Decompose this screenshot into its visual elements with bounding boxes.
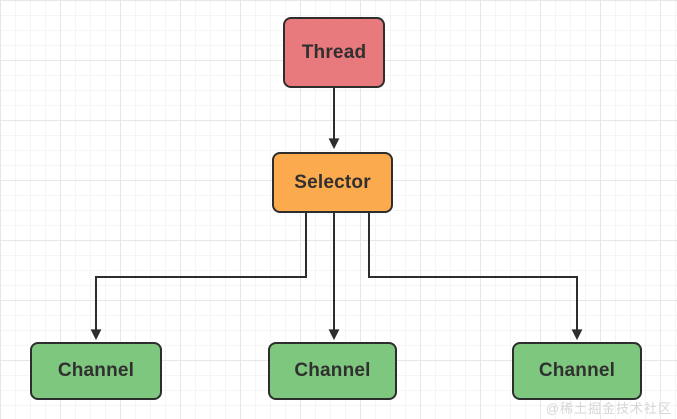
node-thread-label: Thread: [301, 41, 367, 63]
node-thread: Thread: [283, 17, 385, 88]
edge-selector-channel-left: [90, 213, 307, 341]
node-channel-right-label: Channel: [538, 360, 616, 381]
node-selector: Selector: [272, 152, 393, 213]
node-channel-middle: Channel: [268, 342, 397, 400]
node-selector-label: Selector: [294, 171, 371, 193]
node-channel-left: Channel: [30, 342, 162, 400]
node-channel-right: Channel: [512, 342, 642, 400]
node-channel-middle-label: Channel: [294, 360, 371, 381]
node-channel-left-label: Channel: [57, 360, 135, 381]
edge-selector-channel-right: [368, 213, 583, 341]
watermark: @稀土掘金技术社区: [545, 401, 672, 416]
